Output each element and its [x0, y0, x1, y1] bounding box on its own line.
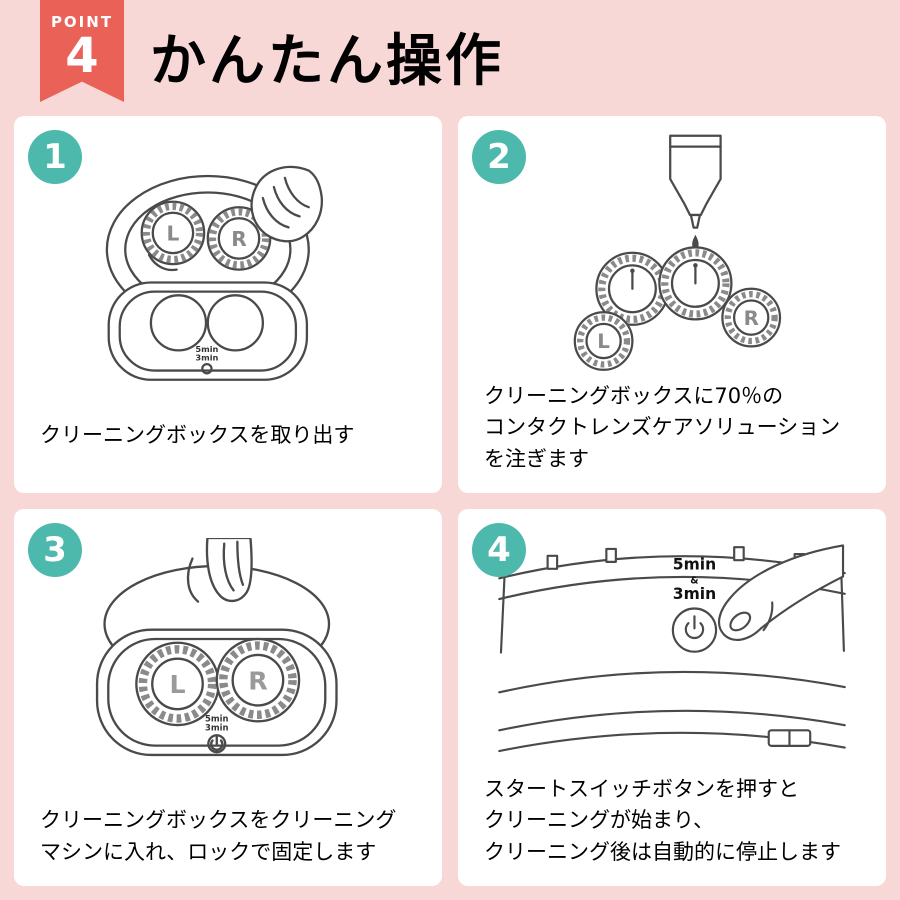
step-1-caption: クリーニングボックスを取り出す — [40, 422, 355, 447]
step-number: 1 — [43, 137, 67, 177]
cap-right-label: R — [248, 666, 267, 695]
svg-text:5min: 5min — [673, 556, 716, 574]
power-button-icon — [671, 607, 718, 653]
illustration-press-start: 5min & 3min — [458, 509, 886, 774]
step-card-2: 2 — [458, 116, 886, 493]
step-2-number-badge: 2 — [472, 130, 526, 184]
svg-text:3min: 3min — [673, 585, 716, 603]
open-case-icon — [595, 246, 733, 326]
timer-label-small: 5min — [195, 344, 218, 354]
cap-right-label: R — [744, 307, 759, 330]
step-1-number-badge: 1 — [28, 130, 82, 184]
cap-left-label: L — [169, 670, 185, 699]
solution-bottle-icon — [669, 134, 722, 250]
page-title: かんたん操作 — [150, 29, 504, 94]
insert-box-drawing: L R — [95, 537, 338, 756]
hand-icon — [186, 537, 253, 603]
steps-grid: 1 5min 3min — [14, 116, 886, 886]
cap-left-icon: L — [135, 641, 220, 726]
hand-icon — [147, 165, 324, 271]
step-number: 4 — [487, 530, 511, 570]
header: POINT 4 かんたん操作 — [0, 0, 900, 116]
power-button-icon — [207, 733, 227, 754]
cap-right-icon: R — [215, 637, 301, 723]
timer-label-small: 3min — [195, 352, 218, 362]
timer-label-small: 3min — [205, 722, 228, 732]
finger-icon — [717, 544, 845, 641]
timer-label-large: 5min & 3min — [673, 556, 716, 603]
step-number: 2 — [487, 137, 511, 177]
cap-right-icon: R — [721, 287, 782, 348]
illustration-pour-solution: L R — [458, 116, 886, 381]
step-3-caption: クリーニングボックスをクリーニング マシンに入れ、ロックで固定します — [40, 808, 397, 864]
latch-icon — [767, 729, 812, 747]
cap-left-icon: L — [140, 200, 206, 265]
front-controls: 5min 3min — [205, 713, 229, 754]
timer-label-small: 5min — [205, 713, 228, 723]
step-number: 3 — [43, 530, 67, 570]
point-label: POINT — [50, 13, 114, 31]
press-start-drawing: 5min & 3min — [498, 544, 846, 753]
pour-solution-drawing: L R — [573, 134, 782, 371]
step-card-4: 4 — [458, 509, 886, 886]
step-4-number-badge: 4 — [472, 523, 526, 577]
cap-right-label: R — [231, 226, 247, 250]
point-number: 4 — [65, 28, 99, 84]
step-card-3: 3 L — [14, 509, 442, 886]
step-2-caption: クリーニングボックスに70％の コンタクトレンズケアソリューション を注ぎます — [484, 383, 841, 471]
svg-text:&: & — [690, 575, 698, 586]
drop-icon — [692, 234, 699, 250]
illustration-remove-box: 5min 3min L — [14, 116, 442, 420]
point-badge: POINT 4 — [40, 0, 124, 102]
step-card-1: 1 5min 3min — [14, 116, 442, 493]
cap-left-icon: L — [573, 310, 634, 371]
step-3-number-badge: 3 — [28, 523, 82, 577]
cap-right-icon: R — [206, 205, 272, 271]
cap-left-label: L — [167, 221, 180, 245]
illustration-insert-box: L R — [14, 509, 442, 805]
power-button-icon — [201, 362, 213, 375]
cap-left-label: L — [597, 330, 610, 353]
machine-base-icon: 5min 3min — [107, 280, 309, 381]
cleaner-open-lid-drawing: 5min 3min L — [105, 165, 324, 381]
step-4-caption: スタートスイッチボタンを押すと クリーニングが始まり、 クリーニング後は自動的に… — [484, 776, 841, 864]
